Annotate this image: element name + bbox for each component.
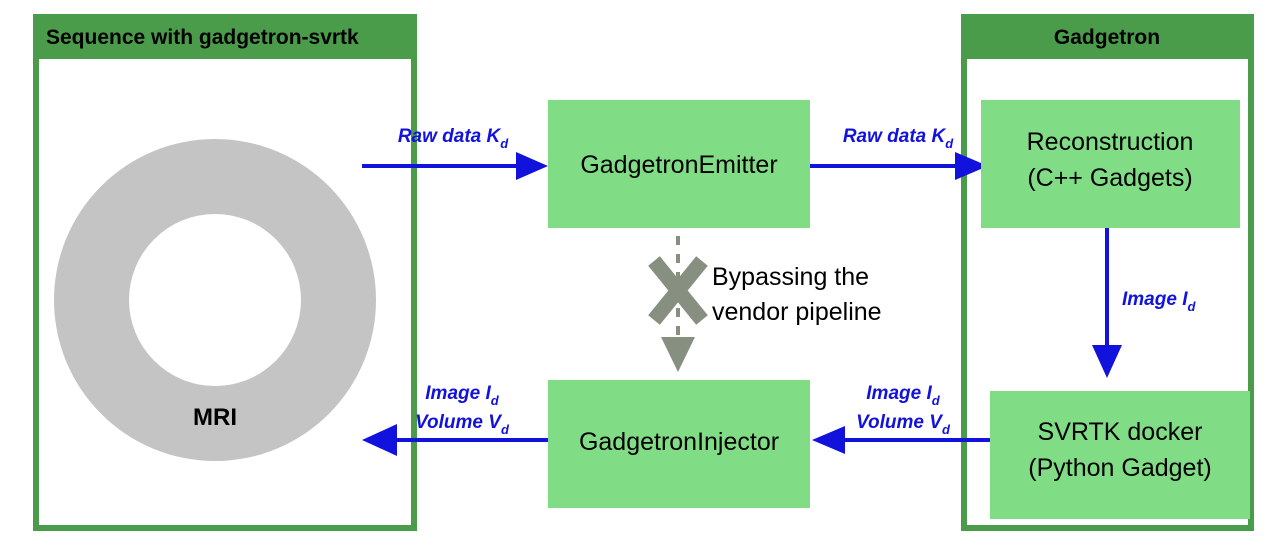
arrow-mri-to-emitter	[362, 152, 548, 180]
svg-text:Image Id: Image Id	[425, 383, 499, 408]
flow-label-line1-text: Image I	[425, 383, 491, 404]
flow-label-line1-text: Image I	[866, 383, 932, 404]
gadgetron-emitter-rect[interactable]	[548, 100, 810, 228]
mri-label: MRI	[193, 404, 237, 431]
reconstruction-label-line2: (C++ Gadgets)	[1027, 164, 1192, 192]
bypass-group: Bypassing the vendor pipeline	[648, 236, 882, 372]
flow-label-mri-to-emitter: Raw data Kd	[398, 126, 509, 151]
svg-text:Image Id: Image Id	[1122, 289, 1196, 314]
svrtk-docker-rect[interactable]	[990, 391, 1250, 519]
flow-label-text: Image I	[1122, 289, 1188, 310]
sequence-panel-header-bg	[33, 14, 417, 56]
reconstruction-rect[interactable]	[981, 100, 1240, 228]
svrtk-docker-label-line1: SVRTK docker	[1038, 418, 1203, 446]
arrow-svrtk-to-injector	[812, 426, 990, 454]
svrtk-docker-label-line2: (Python Gadget)	[1028, 454, 1211, 482]
arrow-injector-to-mri	[362, 424, 548, 456]
bypass-note-line1: Bypassing the	[712, 263, 869, 291]
x-cross-icon	[648, 256, 708, 325]
bypass-arrowhead	[661, 337, 695, 372]
svg-text:Raw data Kd: Raw data Kd	[843, 126, 954, 151]
flow-label-svrtk-to-injector: Image Id Volume Vd	[856, 383, 951, 437]
gadgetron-injector-box[interactable]: GadgetronInjector	[548, 380, 810, 508]
flow-label-line2-text: Volume V	[856, 412, 943, 433]
svrtk-docker-box[interactable]: SVRTK docker (Python Gadget)	[990, 391, 1250, 519]
flow-label-subscript: d	[1187, 299, 1196, 314]
svg-text:Volume Vd: Volume Vd	[415, 412, 510, 437]
gadgetron-emitter-label: GadgetronEmitter	[580, 151, 777, 179]
svg-text:Image Id: Image Id	[866, 383, 940, 408]
arrow-reconstruction-to-svrtk	[1092, 228, 1122, 378]
flow-label-reconstruction-to-svrtk: Image Id	[1122, 289, 1196, 314]
flow-label-text: Raw data K	[843, 126, 947, 147]
flow-label-line1-subscript: d	[491, 393, 500, 408]
flow-label-injector-to-mri: Image Id Volume Vd	[415, 383, 510, 437]
flow-label-subscript: d	[500, 136, 509, 151]
svg-text:Raw data Kd: Raw data Kd	[398, 126, 509, 151]
gadgetron-injector-rect[interactable]	[548, 380, 810, 508]
mri-scanner-graphic: MRI	[54, 139, 376, 461]
flow-label-subscript: d	[945, 136, 954, 151]
arrow-emitter-to-reconstruction	[810, 152, 988, 180]
gadgetron-emitter-box[interactable]: GadgetronEmitter	[548, 100, 810, 228]
bypass-note-line2: vendor pipeline	[712, 298, 882, 326]
flow-label-line2-subscript: d	[501, 422, 510, 437]
flow-label-line2-text: Volume V	[415, 412, 502, 433]
reconstruction-label-line1: Reconstruction	[1027, 128, 1194, 156]
flow-label-line2-subscript: d	[942, 422, 951, 437]
gadgetron-panel-title: Gadgetron	[1054, 26, 1160, 49]
flow-label-text: Raw data K	[398, 126, 502, 147]
flow-label-line1-subscript: d	[932, 393, 941, 408]
mri-bore	[129, 214, 301, 386]
gadgetron-panel-header-bg	[961, 14, 1254, 56]
flow-label-emitter-to-reconstruction: Raw data Kd	[843, 126, 954, 151]
reconstruction-box[interactable]: Reconstruction (C++ Gadgets)	[981, 100, 1240, 228]
gadgetron-injector-label: GadgetronInjector	[579, 428, 779, 456]
sequence-panel-title: Sequence with gadgetron-svrtk	[46, 26, 359, 49]
svg-text:Volume Vd: Volume Vd	[856, 412, 951, 437]
